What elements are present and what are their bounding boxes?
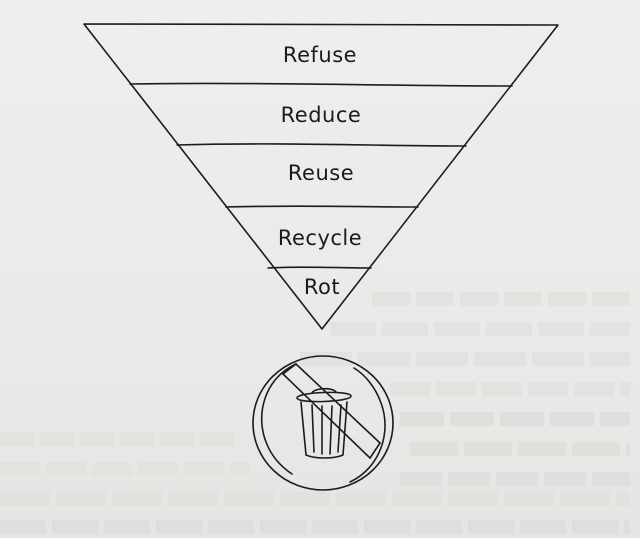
tier-divider — [176, 143, 467, 147]
tier-divider — [225, 205, 419, 208]
bleed-through-text — [410, 442, 630, 456]
tier-label-refuse: Refuse — [283, 43, 357, 67]
bleed-through-text — [0, 432, 240, 446]
bleed-through-text — [390, 382, 630, 396]
bleed-through-text — [0, 520, 630, 534]
bleed-through-text — [400, 472, 630, 486]
bleed-through-text — [0, 492, 630, 506]
bleed-through-text — [330, 322, 630, 336]
tier-label-recycle: Recycle — [278, 226, 362, 250]
tier-label-reuse: Reuse — [288, 161, 354, 185]
bleed-through-text — [0, 462, 250, 476]
tier-label-rot: Rot — [304, 275, 340, 299]
bleed-through-text — [400, 412, 630, 426]
tier-divider — [129, 82, 513, 87]
tier-label-reduce: Reduce — [281, 103, 362, 127]
tier-divider — [267, 266, 372, 269]
bleed-through-text — [300, 352, 630, 366]
pyramid-outline — [83, 23, 559, 330]
bleed-through-text — [372, 292, 632, 306]
no-trash-can-icon — [252, 355, 394, 491]
